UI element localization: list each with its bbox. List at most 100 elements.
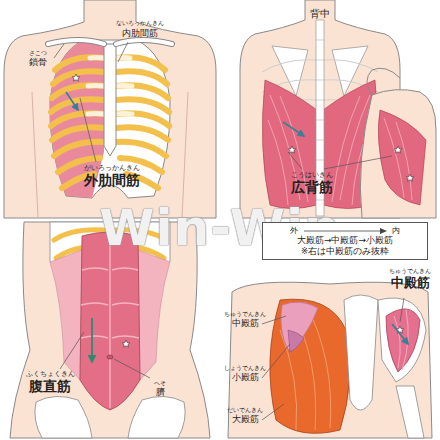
chest-figure-part-part [116,111,132,117]
chest-figure-part-part [52,127,104,140]
muscle-label: 外肋間筋 [84,172,140,188]
muscle-label: 中殿筋 [232,318,259,328]
chest-figure-part-part [116,71,167,84]
chest-figure-part-part [53,71,104,84]
leader-line-part [80,98,96,162]
abdomen-figure-part [122,340,130,347]
region-label: 背中 [310,8,330,20]
back-figure-part-part [316,160,324,161]
buttocks-figure [228,282,432,438]
back-figure-part-part [316,80,324,81]
chest-figure-part [48,40,172,44]
abdomen-figure-part [128,396,185,438]
abdomen-figure-part [91,318,93,362]
muscle-label: 小殿筋 [232,372,259,382]
abdomen-figure-part-part [82,268,138,270]
leader-line-part [262,316,286,324]
landmark-label: 臍 [156,387,165,397]
chest-figure [4,0,216,218]
back-figure-part-part [332,96,360,202]
buttocks-figure-part [386,309,420,372]
chest-figure-part-part [116,99,169,112]
leader-line-part [118,42,128,62]
buttocks-figure-part [378,298,426,382]
leader-line [288,152,392,169]
chest-figure-part [4,0,216,218]
furigana: さこつ [29,50,47,57]
buttocks-figure-part [392,324,408,344]
buttocks-figure-part [270,299,350,433]
back-figure-part-part [316,120,324,121]
chest-figure-part [72,74,80,81]
arrow-shaft [304,230,380,231]
chest-figure-part-part [54,142,104,156]
note-text: 大殿筋→中殿筋→小殿筋 [297,235,393,246]
back-figure-part-part [316,200,324,201]
leader-line-part [400,298,404,322]
furigana: ないろっかんきん [116,20,164,27]
buttocks-figure-part [394,310,408,370]
back-figure-part-part [324,60,378,72]
abdomen-figure-part [10,222,210,438]
back-figure-part-part [268,120,288,205]
chest-figure-part [104,44,116,156]
back-figure-part [360,90,436,218]
chest-figure-part-part [55,57,104,70]
note-box: 外内大殿筋→中殿筋→小殿筋※右は中殿筋のみ抜粋 [262,222,428,260]
note-row: ※右は中殿筋のみ抜粋 [269,246,421,256]
leader-line-part [114,359,150,378]
buttocks-figure-part [288,330,304,352]
muscle-label: 内肋間筋 [122,28,158,38]
furigana: こうはいきん [291,171,333,179]
buttocks-figure-part-part [394,316,400,368]
leader-line-part [262,344,290,378]
furigana: だいでんきん [227,407,263,414]
note-text: 内 [392,226,400,235]
chest-figure-part-part [116,57,165,70]
leader-line-part [324,156,392,169]
chest-figure-part-part [116,127,168,140]
buttocks-figure-part [344,295,378,410]
back-figure [240,0,436,218]
chest-figure-part [48,40,172,44]
note-text: 外 [290,226,298,235]
back-figure-part [384,118,412,200]
buttocks-figure-part [228,282,432,438]
chest-figure-part [50,40,170,198]
furigana: ちゅうでんきん [224,311,266,318]
abdomen-figure-part-part [81,336,139,338]
chest-figure-part-part [116,83,132,89]
back-figure-part [288,146,296,153]
buttocks-figure-part [280,302,331,430]
muscle-label: 中殿筋 [391,276,430,291]
back-figure-part-part [262,60,316,72]
note-row: 外内 [269,226,421,235]
chest-figure-part-part [51,113,104,126]
buttocks-figure-part [396,386,424,438]
note-text: ※右は中殿筋のみ抜粋 [301,246,389,256]
back-figure-part [283,122,304,136]
furigana: ちゅうでんきん [389,268,431,275]
abdomen-figure-part [81,234,139,408]
abdomen-figure-part [80,232,140,410]
leader-line [54,42,128,162]
chest-figure-part-part [88,111,104,117]
back-figure-part [367,68,400,96]
back-figure-part-part [316,40,324,41]
leader-line [262,298,404,420]
chest-figure-part-part [90,55,104,61]
leader-line-part [60,332,84,369]
back-figure-part [406,174,414,181]
chest-figure-part-part [116,55,130,61]
furigana: ふくちょくきん [26,370,75,378]
chest-figure-part-part [88,83,104,89]
muscle-label: 腹直筋 [29,378,71,394]
bone-label: 鎖骨 [29,57,47,67]
direction-arrow [302,227,388,235]
abdomen-figure-part [50,250,82,380]
back-figure-part-part [316,60,324,61]
back-figure-part-part [316,140,324,141]
chest-figure-part-part [116,85,168,98]
arrow-head [380,228,387,234]
